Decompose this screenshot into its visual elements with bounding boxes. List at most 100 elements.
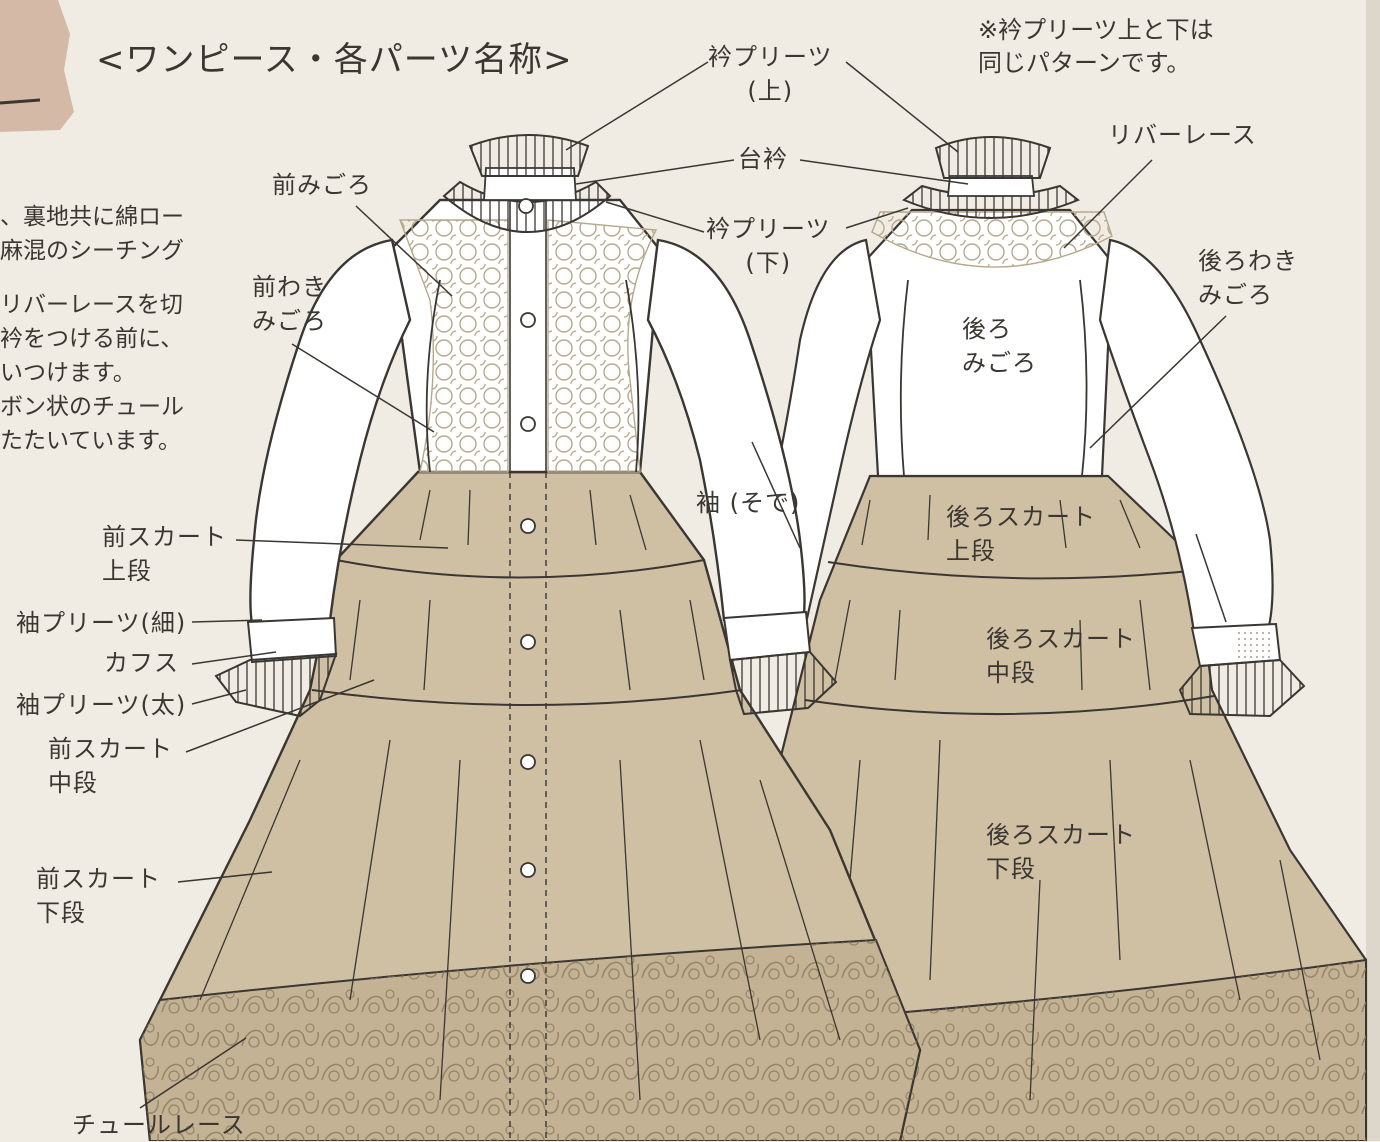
label-line: 前スカート — [48, 735, 173, 763]
label-line: (下) — [745, 249, 792, 277]
button — [520, 968, 536, 984]
pattern-note: ※衿プリーツ上と下は 同じパターンです。 — [978, 14, 1214, 80]
leader-sleeve — [751, 441, 801, 549]
button — [520, 754, 536, 770]
description-line: 、裏地共に綿ロー — [0, 204, 184, 230]
leader-sleeve-pleats-thin — [191, 619, 263, 623]
label-line: 後ろスカート — [986, 821, 1136, 849]
leader-sleeve-pleats-thick — [191, 689, 247, 705]
label-line: 上段 — [946, 537, 996, 565]
label-line: 後ろわき — [1198, 247, 1298, 275]
label-river-lace: リバーレース — [1108, 121, 1257, 149]
right-border — [1366, 0, 1380, 1141]
label-front-side-bodice: 前わき みごろ — [252, 270, 327, 338]
label-line: 後ろ — [962, 315, 1012, 343]
leader-cuffs — [191, 651, 277, 665]
description-text: 、裏地共に綿ロー 麻混のシーチング リバーレースを切 衿をつける前に、 いつけま… — [0, 200, 205, 458]
label-line: 下段 — [36, 899, 86, 927]
label-front-bodice: 前みごろ — [272, 171, 372, 199]
description-line: リバーレースを切 — [0, 292, 183, 318]
leader-back-side-bodice — [1089, 315, 1227, 449]
back-yoke-lace — [871, 211, 1113, 268]
leader-collar-bottom-front — [605, 201, 705, 233]
label-line: (上) — [747, 77, 794, 105]
front-buttons — [520, 312, 536, 984]
back-skirt-tier-line-1 — [827, 561, 1201, 580]
collar-button — [518, 198, 534, 214]
label-line: 衿プリーツ — [706, 215, 831, 243]
label-line: 中段 — [986, 659, 1036, 687]
label-line: 上段 — [102, 557, 152, 585]
front-sleeve-left — [249, 238, 412, 626]
label-back-side-bodice: 後ろわき みごろ — [1198, 244, 1298, 312]
leader-collar-top-back — [845, 61, 959, 153]
front-lace-left — [398, 219, 509, 473]
button — [520, 634, 536, 650]
leader-collar-bottom-back — [845, 207, 909, 229]
front-sleeve-right — [646, 238, 806, 622]
leader-collar-top-front — [565, 61, 709, 151]
description-line: ボン状のチュール — [0, 394, 184, 420]
paper-scrap-decoration — [0, 0, 74, 132]
button — [520, 416, 536, 432]
label-line: 前スカート — [102, 523, 227, 551]
label-sleeve-pleats-thick: 袖プリーツ(太) — [16, 691, 187, 719]
label-line: 前わき — [252, 273, 327, 301]
leader-back-sleeve — [1195, 533, 1227, 623]
label-line: 後ろスカート — [986, 625, 1136, 653]
front-side-seam-right — [625, 279, 640, 473]
leader-tulle-lace — [139, 1037, 247, 1109]
front-skirt-tier-line-1 — [335, 559, 705, 579]
label-front-skirt-upper: 前スカート 上段 — [102, 520, 227, 588]
label-collar-pleats-bottom: 衿プリーツ (下) — [706, 212, 831, 280]
back-cuff-frill-right — [1178, 658, 1306, 718]
description-line: たたいています。 — [0, 428, 182, 454]
back-side-seam-right — [1079, 279, 1088, 477]
label-front-skirt-middle: 前スカート 中段 — [48, 732, 173, 800]
leader-river-lace — [1063, 159, 1153, 249]
leader-front-skirt-lower — [177, 871, 273, 883]
label-line: みごろ — [1198, 281, 1273, 309]
leader-stand-collar-back — [799, 159, 969, 185]
description-line: 麻混のシーチング — [0, 238, 184, 264]
note-line: 同じパターンです。 — [978, 49, 1191, 77]
back-dress — [738, 136, 1368, 1141]
label-back-skirt-lower: 後ろスカート 下段 — [986, 818, 1136, 886]
note-line: ※衿プリーツ上と下は — [978, 16, 1214, 44]
front-dress — [138, 134, 922, 1141]
label-line: みごろ — [962, 349, 1037, 377]
leader-front-side-bodice — [291, 343, 435, 433]
button — [520, 312, 536, 328]
back-sleeve-right — [1098, 238, 1274, 634]
description-line: 衿をつける前に、 — [0, 326, 184, 352]
back-cuff-dots — [1236, 628, 1274, 662]
diagram-title: <ワンピース・各パーツ名称> — [96, 40, 573, 80]
label-collar-pleats-top: 衿プリーツ (上) — [708, 40, 833, 108]
label-line: 衿プリーツ — [708, 43, 833, 71]
label-tulle-lace: チュールレース — [72, 1111, 246, 1139]
label-cuffs: カフス — [104, 649, 179, 677]
front-hem-lace — [140, 940, 920, 1141]
label-line: 中段 — [48, 769, 98, 797]
label-back-skirt-middle: 後ろスカート 中段 — [986, 622, 1136, 690]
label-front-skirt-lower: 前スカート 下段 — [36, 862, 161, 930]
back-skirt-tier-line-2 — [804, 695, 1215, 716]
front-cuff-frill-right — [728, 650, 838, 716]
leader-front-skirt-middle — [185, 679, 375, 753]
front-skirt-tier-line-2 — [311, 689, 743, 706]
button — [520, 518, 536, 534]
label-stand-collar: 台衿 — [738, 145, 788, 173]
leader-front-skirt-upper — [235, 539, 449, 549]
label-back-skirt-upper: 後ろスカート 上段 — [946, 500, 1096, 568]
description-line: いつけます。 — [0, 360, 136, 386]
label-line: 前スカート — [36, 865, 161, 893]
label-sleeve: 袖 (そで) — [696, 489, 801, 517]
label-back-bodice: 後ろ みごろ — [962, 312, 1037, 380]
label-line: 後ろスカート — [946, 503, 1096, 531]
front-lace-right — [547, 219, 658, 473]
back-collar-upper — [934, 136, 1052, 179]
label-line: みごろ — [252, 307, 327, 335]
front-collar-upper — [468, 134, 590, 177]
label-sleeve-pleats-thin: 袖プリーツ(細) — [16, 609, 187, 637]
